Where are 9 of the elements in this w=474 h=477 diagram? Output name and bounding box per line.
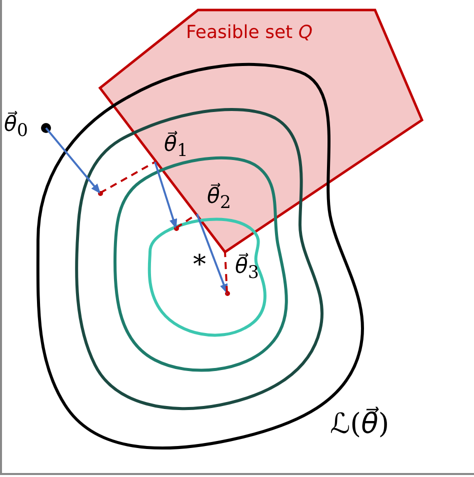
region-title: Feasible set Q: [186, 24, 312, 42]
step-point: [224, 290, 230, 296]
gradient-step-arrow: [196, 214, 228, 294]
projection-line: [175, 213, 198, 229]
gradient-step-arrow: [45, 127, 101, 194]
projection-line: [224, 252, 228, 294]
optimum-mark: *: [193, 252, 206, 278]
gradient-step-arrow: [154, 162, 178, 229]
projection-line: [100, 161, 156, 194]
